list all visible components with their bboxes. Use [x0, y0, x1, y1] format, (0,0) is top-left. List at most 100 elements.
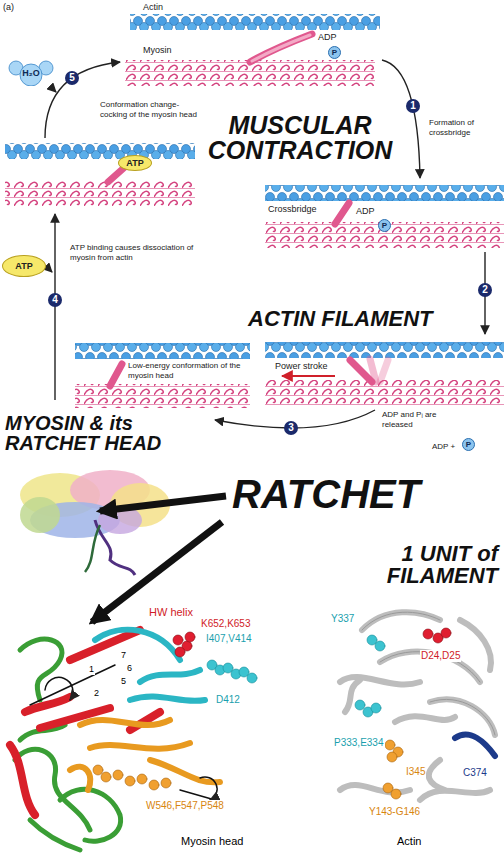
actin-structure	[430, 699, 495, 735]
myosin-head-structure	[95, 630, 205, 701]
panel-crossbridge	[265, 222, 504, 248]
actin-structure	[387, 752, 397, 762]
actin-structure	[371, 703, 381, 713]
myosin-molecule	[85, 525, 100, 572]
structure-name: Actin	[396, 835, 422, 848]
myosin-head-structure	[93, 765, 103, 775]
myosin-molecule	[20, 497, 60, 533]
phosphate-circle: P	[378, 219, 391, 232]
node-text: P	[466, 441, 471, 449]
myosin-head-structure	[200, 777, 217, 800]
myosin-head-structure	[70, 767, 90, 790]
atp-oval: ATP	[2, 255, 46, 277]
panel-power-stroke	[380, 360, 388, 382]
actin-structure	[362, 612, 495, 735]
actin-structure	[355, 700, 365, 710]
part-name: Actin	[143, 2, 163, 13]
myosin-head-structure	[207, 660, 257, 683]
myosin-head-structure	[95, 630, 180, 660]
myosin-head-structure	[30, 665, 115, 705]
step-number: 2	[478, 283, 492, 297]
pointer-arrow	[100, 496, 226, 511]
actin-structure	[420, 790, 490, 800]
actin-structure	[395, 716, 455, 722]
callout-number: 7	[120, 650, 127, 661]
myosin-head-structure	[149, 780, 159, 790]
residue-label: K652,K653	[200, 618, 252, 630]
residue-label: C374	[462, 767, 488, 779]
step-note: ADP and Pᵢ are released	[382, 410, 452, 429]
actin-structure	[429, 760, 445, 790]
panel-letter: (a)	[3, 2, 14, 13]
pointer-arrow	[92, 496, 226, 622]
structure-name: Myosin head	[180, 835, 244, 848]
step-note: ATP binding causes dissociation of myosi…	[70, 243, 195, 262]
node-text: 4	[52, 295, 58, 305]
node-text: ATP	[15, 262, 32, 271]
actin-structure	[423, 629, 433, 639]
node-text: P	[382, 222, 387, 230]
panel-low-energy	[75, 343, 250, 359]
actin-structure	[355, 635, 385, 717]
residue-label: D412	[215, 694, 241, 706]
myosin-head-structure	[173, 635, 183, 645]
myosin-molecule	[95, 520, 135, 575]
panel-power-stroke	[265, 380, 504, 406]
headline: MYOSIN & its RATCHET HEAD	[5, 413, 195, 453]
panel-power-stroke	[350, 360, 372, 382]
residue-label: W546,F547,P548	[145, 800, 225, 812]
panel-relaxed-cocked	[252, 35, 310, 61]
molecule-name: ADP	[356, 206, 375, 217]
headline: RATCHET	[232, 474, 420, 514]
actin-structure	[423, 628, 451, 643]
callout-number: 6	[126, 663, 133, 674]
myosin-head-structure	[247, 673, 257, 683]
myosin-head-structure	[175, 647, 185, 657]
headline: ACTIN FILAMENT	[248, 308, 433, 330]
panel-atp-bound	[5, 180, 195, 206]
node-text: 2	[482, 285, 488, 295]
panel-low-energy	[110, 364, 122, 386]
panel-atp-bound	[5, 143, 195, 159]
panel-relaxed-cocked	[130, 14, 380, 30]
molecule-name: ADP	[318, 32, 337, 43]
residue-label: Y143-G146	[368, 806, 421, 818]
actin-structure	[362, 612, 440, 630]
panel-atp-bound	[5, 143, 195, 206]
callout-number: 2	[93, 688, 100, 699]
panel-crossbridge	[265, 185, 504, 248]
residue-label: D24,D25	[420, 650, 461, 662]
step-number: 5	[65, 71, 79, 85]
part-name: Power stroke	[275, 361, 328, 372]
part-name: Myosin	[143, 45, 172, 56]
cycle-arrow	[45, 60, 485, 428]
myosin-head-structure	[30, 665, 217, 800]
actin-structure	[340, 612, 495, 800]
myosin-head-structure	[185, 632, 195, 642]
myosin-head-structure	[125, 776, 135, 786]
myosin-head-structure	[180, 790, 215, 800]
myosin-head-structure	[140, 670, 200, 682]
node-text: P	[332, 49, 337, 57]
myosin-head-structure	[101, 772, 111, 782]
myosin-head-structure	[150, 760, 220, 782]
myosin-molecule	[20, 470, 170, 575]
panel-crossbridge	[335, 203, 349, 224]
phosphate-circle: P	[462, 438, 475, 451]
residue-label: I345	[405, 766, 426, 778]
step-number: 3	[284, 421, 298, 435]
panel-low-energy	[75, 384, 250, 408]
myosin-head-structure	[10, 745, 35, 815]
cycle-arrow	[46, 266, 52, 272]
myosin-head-structure	[45, 677, 73, 700]
molecule-name: ADP +	[432, 442, 455, 452]
cycle-arrow	[54, 214, 55, 400]
node-text: 1	[410, 101, 416, 111]
myosin-head-structure	[173, 632, 195, 657]
cycle-arrow	[50, 86, 56, 92]
phosphate-circle: P	[328, 46, 341, 59]
step-note: Low-energy conformation of the myosin he…	[128, 361, 268, 380]
actin-structure	[460, 620, 491, 670]
myosin-head-structure	[10, 630, 257, 850]
